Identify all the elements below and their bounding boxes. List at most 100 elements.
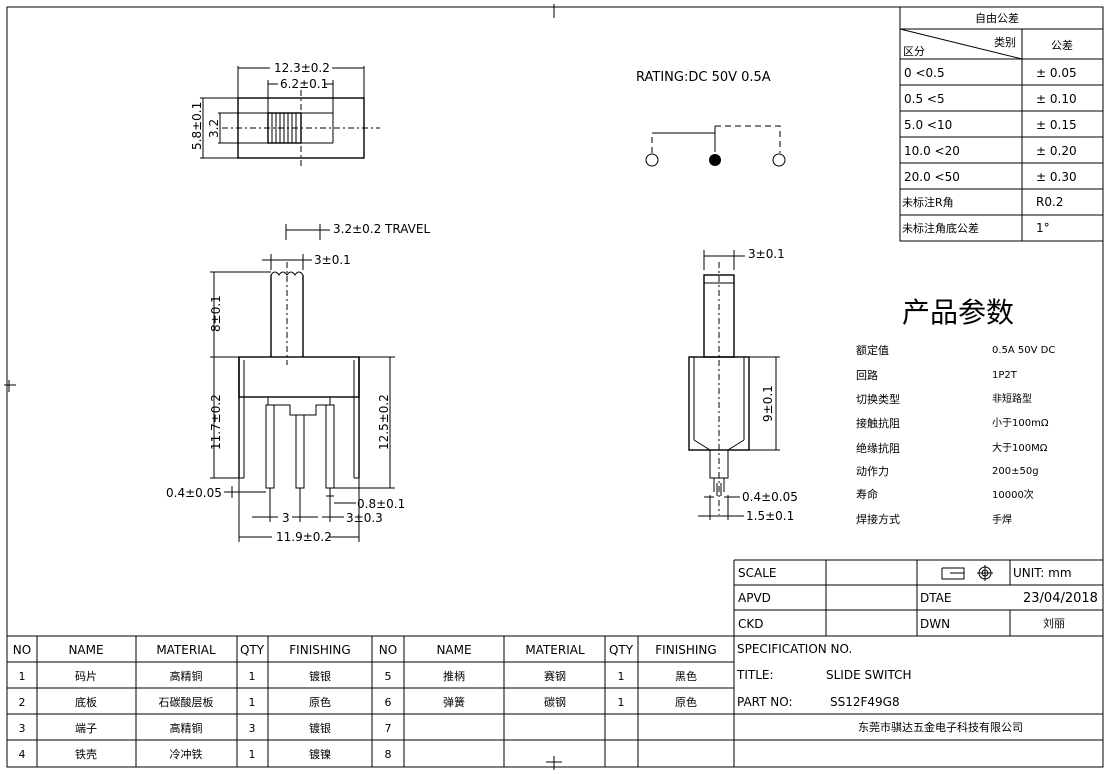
tol-range: 未标注角底公差 xyxy=(902,221,979,235)
tol-value: R0.2 xyxy=(1036,195,1063,209)
tb-spec: SPECIFICATION NO. xyxy=(737,642,852,656)
param-key: 回路 xyxy=(856,369,878,382)
bom-cell-qty: 1 xyxy=(249,696,256,709)
bom-cell-material: 石碳酸层板 xyxy=(159,695,214,709)
bom-cell-material: 高精铜 xyxy=(170,669,203,683)
bom-cell-material: 赛钢 xyxy=(544,669,566,683)
tb-date: 23/04/2018 xyxy=(1023,591,1098,606)
tb-dtae-label: DTAE xyxy=(920,591,951,605)
param-value: 200±50g xyxy=(992,466,1039,477)
bom-header-qty: QTY xyxy=(240,643,265,657)
tol-range: 10.0 <20 xyxy=(904,144,960,158)
bom-table xyxy=(7,635,734,767)
params-title: 产品参数 xyxy=(902,296,1014,329)
dim-top-width: 12.3±0.2 xyxy=(274,61,330,75)
tolerance-col-range: 区分 xyxy=(903,45,925,58)
bom-cell-no: 5 xyxy=(385,670,392,683)
tol-value: 1° xyxy=(1036,221,1050,235)
tol-range: 0 <0.5 xyxy=(904,66,945,80)
dim-top-slot: 6.2±0.1 xyxy=(280,77,328,91)
tol-value: ± 0.30 xyxy=(1036,170,1077,184)
bom-header-no: NO xyxy=(13,643,31,657)
drawing-frame xyxy=(6,6,1104,768)
bom-header-material: MATERIAL xyxy=(156,643,216,657)
dim-top-height: 5.8±0.1 xyxy=(190,102,204,150)
dim-pitch-2: 3±0.3 xyxy=(346,511,383,525)
param-key: 寿命 xyxy=(856,487,878,501)
tb-apvd-label: APVD xyxy=(738,591,771,605)
tb-title-label: TITLE: xyxy=(736,668,774,682)
bom-cell-finishing: 黑色 xyxy=(675,669,697,683)
param-key: 动作力 xyxy=(856,465,889,478)
side-view xyxy=(688,250,780,520)
bom-cell-no: 4 xyxy=(19,748,26,761)
bom-cell-material: 碳钢 xyxy=(544,695,566,709)
tol-range: 20.0 <50 xyxy=(904,170,960,184)
tb-dwn-label: DWN xyxy=(920,617,950,631)
bom-header-material: MATERIAL xyxy=(525,643,585,657)
dim-pin-width: 0.4±0.05 xyxy=(166,486,222,500)
tol-value: ± 0.20 xyxy=(1036,144,1077,158)
bom-cell-no: 8 xyxy=(385,748,392,761)
circuit-symbol xyxy=(645,125,786,167)
rating-text: RATING:DC 50V 0.5A xyxy=(636,70,771,85)
dim-side-height: 9±0.1 xyxy=(761,385,775,422)
dim-side-lever: 3±0.1 xyxy=(748,247,785,261)
bom-cell-no: 1 xyxy=(19,670,26,683)
tol-range: 未标注R角 xyxy=(902,195,954,209)
bom-cell-name: 弹簧 xyxy=(443,695,465,709)
tolerance-header: 自由公差 xyxy=(975,11,1019,25)
dim-base-width: 11.9±0.2 xyxy=(276,530,332,544)
dim-body-height: 11.7±0.2 xyxy=(209,394,223,450)
bom-header-finishing: FINISHING xyxy=(655,643,716,657)
tol-range: 0.5 <5 xyxy=(904,92,945,106)
dim-top-inner: 3.2 xyxy=(207,119,221,138)
tol-value: ± 0.05 xyxy=(1036,66,1077,80)
param-key: 接触抗阻 xyxy=(856,416,900,430)
dim-total-height: 12.5±0.2 xyxy=(377,394,391,450)
bom-cell-finishing: 原色 xyxy=(675,695,697,709)
param-value: 非短路型 xyxy=(992,392,1032,405)
dim-travel: 3.2±0.2 TRAVEL xyxy=(333,222,430,236)
bom-cell-name: 底板 xyxy=(75,695,97,709)
bom-header-name: NAME xyxy=(68,643,103,657)
dim-lever-width: 3±0.1 xyxy=(314,253,351,267)
tol-range: 5.0 <10 xyxy=(904,118,952,132)
bom-cell-finishing: 原色 xyxy=(309,695,331,709)
bom-cell-qty: 3 xyxy=(249,722,256,735)
front-view xyxy=(210,224,395,542)
bom-cell-qty: 1 xyxy=(618,696,625,709)
tb-dwn-name: 刘丽 xyxy=(1043,617,1065,630)
bom-cell-no: 2 xyxy=(19,696,26,709)
title-block xyxy=(733,559,1103,767)
param-value: 10000次 xyxy=(992,488,1034,501)
bom-header-qty: QTY xyxy=(609,643,634,657)
bom-cell-finishing: 镀银 xyxy=(309,669,331,683)
param-value: 1P2T xyxy=(992,370,1018,381)
bom-cell-qty: 1 xyxy=(618,670,625,683)
dim-side-pin: 0.4±0.05 xyxy=(742,490,798,504)
tb-part-label: PART NO: xyxy=(737,695,793,709)
dim-lever-height: 8±0.1 xyxy=(209,295,223,332)
tb-ckd-label: CKD xyxy=(738,617,764,631)
bom-cell-qty: 1 xyxy=(249,748,256,761)
bom-cell-qty: 1 xyxy=(249,670,256,683)
tb-company: 东莞市骐达五金电子科技有限公司 xyxy=(858,720,1023,734)
dim-pitch: 3 xyxy=(282,511,290,525)
bom-cell-name: 铁壳 xyxy=(75,747,97,761)
tb-part-value: SS12F49G8 xyxy=(830,695,900,709)
param-key: 额定值 xyxy=(856,343,889,357)
tb-title-value: SLIDE SWITCH xyxy=(826,668,912,682)
param-key: 焊接方式 xyxy=(856,512,900,526)
tolerance-table xyxy=(899,6,1104,242)
param-value: 大于100MΩ xyxy=(992,441,1048,454)
bom-cell-finishing: 镀银 xyxy=(309,721,331,735)
bom-header-no: NO xyxy=(379,643,397,657)
top-view xyxy=(200,66,380,166)
param-key: 切换类型 xyxy=(856,392,900,406)
bom-cell-name: 推柄 xyxy=(443,669,465,683)
tolerance-col-tol: 公差 xyxy=(1051,38,1073,52)
tol-value: ± 0.10 xyxy=(1036,92,1077,106)
bom-cell-finishing: 镀镍 xyxy=(309,747,331,761)
